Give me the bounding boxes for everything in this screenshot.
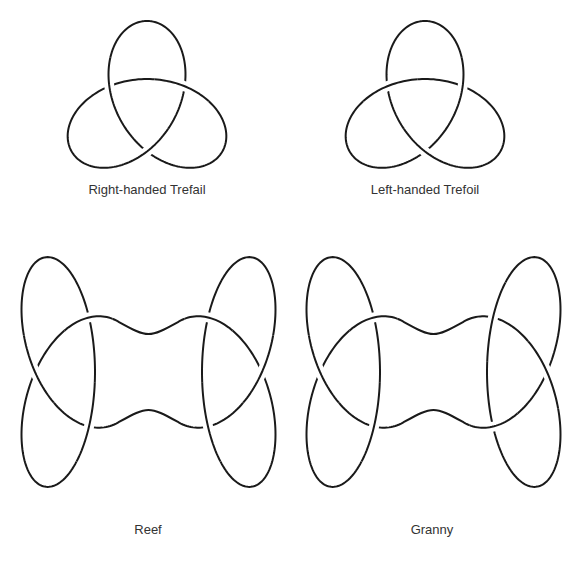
crossing-gap [469,413,517,427]
over-strand [349,316,397,330]
over-strand [404,129,450,165]
over-strand [362,383,380,462]
over-strand [243,336,273,403]
over-strand [363,79,418,101]
granny-knot [307,257,561,487]
crossing-gap [349,316,397,330]
knot-name: Granny [411,522,454,538]
crossing-gap [363,79,418,101]
crossing-gap [184,316,232,330]
knot-strand [22,257,276,487]
crossing-gap [528,341,558,408]
right-trefoil-knot [68,21,227,168]
over-strand [528,341,558,408]
crossing-gap [202,383,220,462]
over-strand [77,383,95,462]
over-strand [454,58,464,116]
crossing-gap [64,316,112,330]
crossing-gap [77,383,95,462]
over-strand [64,316,112,330]
left-trefoil-knot [346,21,505,168]
crossing-gap [243,336,273,403]
over-strand [122,129,168,165]
knot-name: Left-handed Trefoil [371,182,479,198]
crossing-gap [404,129,450,165]
reef-knot [22,257,276,487]
crossing-gap [454,58,464,116]
knot-strand [346,21,505,168]
knot-strand [307,257,561,487]
knot-name: Right-handed Trefail [88,182,205,198]
over-strand [309,336,339,403]
crossing-gap [487,282,505,361]
knot-strand [68,21,227,168]
over-strand [469,413,517,427]
crossing-gap [24,336,54,403]
over-strand [24,336,54,403]
crossing-gap [362,383,380,462]
over-strand [109,58,119,116]
over-strand [487,282,505,361]
crossing-gap [109,58,119,116]
over-strand [202,383,220,462]
knot-name: Reef [134,522,161,538]
over-strand [184,316,232,330]
over-strand [154,79,209,101]
crossing-gap [309,336,339,403]
crossing-gap [154,79,209,101]
crossing-gap [122,129,168,165]
